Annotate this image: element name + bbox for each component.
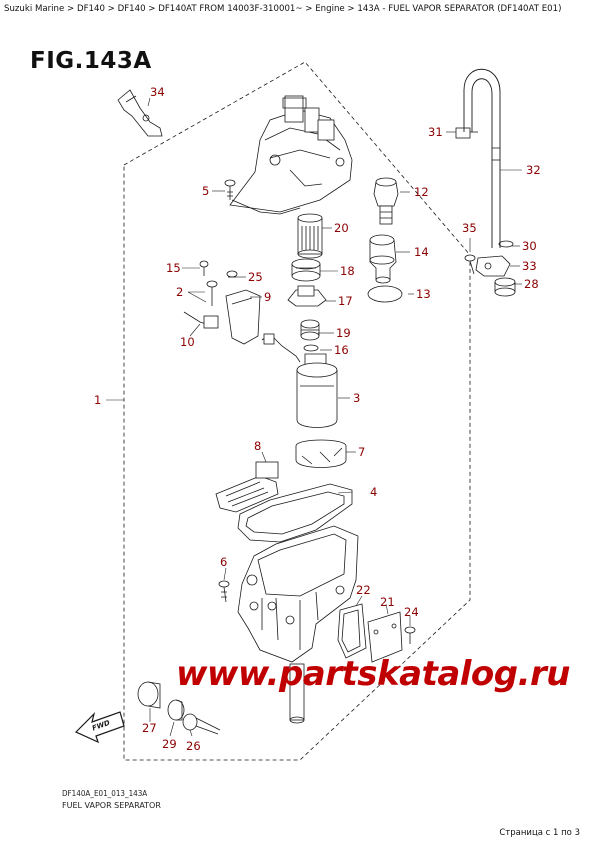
- callout-34: 34: [150, 85, 165, 99]
- callout-20: 20: [334, 221, 349, 235]
- callout-2: 2: [176, 285, 183, 299]
- part-25-screw: [226, 270, 238, 278]
- part-2-screw: [206, 280, 218, 306]
- callout-26: 26: [186, 739, 201, 753]
- part-24-screw: [404, 626, 416, 644]
- callout-6: 6: [220, 555, 227, 569]
- part-27-cap: [137, 681, 161, 709]
- part-21-plate: [367, 611, 403, 663]
- part-31-clip: [455, 127, 478, 139]
- callout-22: 22: [356, 583, 371, 597]
- part-13-o-ring: [367, 285, 403, 303]
- part-22-gasket: [337, 603, 367, 659]
- float-chamber: [237, 525, 359, 663]
- part-9-cover: [225, 289, 261, 345]
- part-33-bracket: [475, 255, 511, 277]
- part-8-strainer: [215, 461, 279, 513]
- part-32-hose: [463, 68, 501, 248]
- part-19-grommet: [300, 319, 320, 341]
- callout-9: 9: [264, 290, 271, 304]
- part-5-screw: [224, 179, 236, 200]
- part-18-seal: [291, 258, 321, 282]
- breadcrumb[interactable]: Suzuki Marine > DF140 > DF140 > DF140AT …: [4, 4, 562, 14]
- callout-5: 5: [202, 184, 209, 198]
- callout-15: 15: [166, 261, 181, 275]
- callout-8: 8: [254, 439, 261, 453]
- part-3-fuel-pump: [261, 333, 338, 428]
- callout-7: 7: [358, 445, 365, 459]
- page-indicator: Страница с 1 по 3: [499, 828, 580, 838]
- callout-25: 25: [248, 270, 263, 284]
- callout-24: 24: [404, 605, 419, 619]
- callout-33: 33: [522, 259, 537, 273]
- separator-cover: [229, 95, 353, 215]
- part-14-damper: [369, 234, 397, 284]
- fwd-arrow-icon: [74, 711, 125, 744]
- callout-35: 35: [462, 221, 477, 235]
- figure-caption: Fuel Vapor Separator: [62, 801, 161, 810]
- part-30-hose-end: [498, 240, 514, 248]
- callout-14: 14: [414, 245, 429, 259]
- part-10-pin: [183, 311, 219, 329]
- part-28-grommet: [494, 277, 516, 297]
- part-26-bolt: [182, 713, 221, 735]
- callout-29: 29: [162, 737, 177, 751]
- part-6-screw: [218, 580, 230, 603]
- part-17-holder: [287, 285, 327, 307]
- drain-pipe: [289, 663, 305, 724]
- callout-30: 30: [522, 239, 537, 253]
- callout-labels: 1 2 3 4 5 6 7 8 9 10 12 13 14 15 16 17 1…: [94, 85, 541, 753]
- figure-title: FIG.143A: [30, 48, 152, 74]
- callout-16: 16: [334, 343, 349, 357]
- watermark: www.partskatalog.ru: [176, 654, 571, 694]
- callout-17: 17: [338, 294, 353, 308]
- part-15-screw: [199, 260, 209, 276]
- part-7-cap: [295, 439, 347, 468]
- callout-13: 13: [416, 287, 431, 301]
- callout-1: 1: [94, 393, 101, 407]
- part-20-filter: [297, 213, 323, 259]
- callout-12: 12: [414, 185, 429, 199]
- callout-18: 18: [340, 264, 355, 278]
- callout-27: 27: [142, 721, 157, 735]
- callout-31: 31: [428, 125, 443, 139]
- callout-28: 28: [524, 277, 539, 291]
- callout-32: 32: [526, 163, 541, 177]
- part-29-washer: [167, 699, 185, 721]
- callout-4: 4: [370, 485, 377, 499]
- part-35-screw: [464, 254, 476, 275]
- callout-3: 3: [353, 391, 360, 405]
- part-16-ring: [303, 344, 319, 352]
- part-4-gasket: [237, 483, 353, 543]
- part-34-clamp: [117, 89, 163, 137]
- part-12-valve: [373, 177, 399, 225]
- assembly-boundary: [123, 61, 471, 761]
- leader-lines: [106, 97, 522, 737]
- callout-19: 19: [336, 326, 351, 340]
- reference-code: DF140A_E01_013_143A: [62, 789, 148, 798]
- callout-21: 21: [380, 595, 395, 609]
- callout-10: 10: [180, 335, 195, 349]
